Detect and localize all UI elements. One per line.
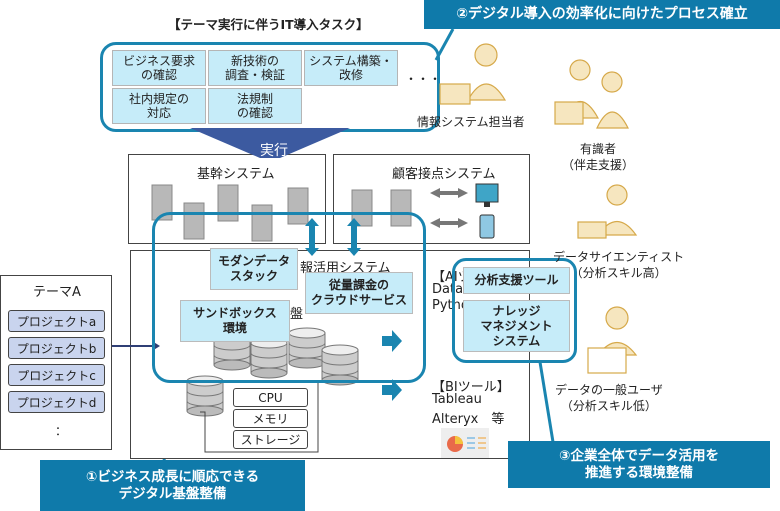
bi-dashboard-icon xyxy=(441,428,489,458)
callout-data-environment: ③企業全体でデータ活用を 推進する環境整備 xyxy=(508,441,770,488)
bi-tool: Alteryx 等 xyxy=(432,412,505,427)
task-section-title: 【テーマ実行に伴うIT導入タスク】 xyxy=(168,17,369,32)
storage-item: ストレージ xyxy=(233,430,308,449)
more-projects: ： xyxy=(55,424,68,438)
cpu-item: CPU xyxy=(233,388,308,407)
sandbox-label: サンドボックス 環境 xyxy=(180,300,290,342)
bi-tools-heading: 【BIツール】 xyxy=(432,380,510,395)
execute-label: 実行 xyxy=(260,143,288,159)
cloud-service-label: 従量課金の クラウドサービス xyxy=(305,272,413,314)
task-cell: 社内規定の 対応 xyxy=(112,88,206,124)
digital-base-highlight xyxy=(152,212,426,383)
analysis-tool-label: 分析支援ツール xyxy=(463,267,570,294)
callout-process: ②デジタル導入の効率化に向けたプロセス確立 xyxy=(424,0,780,29)
task-cell: システム構築・ 改修 xyxy=(304,50,398,86)
ai-tool: Data xyxy=(432,282,464,297)
task-cell: 法規制 の確認 xyxy=(208,88,302,124)
project-item: プロジェクトa xyxy=(8,310,105,332)
project-item: プロジェクトd xyxy=(8,391,105,413)
ai-tools-heading: 【AIツ xyxy=(432,270,471,285)
theme-box: テーマA xyxy=(0,275,112,450)
general-user-label: データの一般ユーザ （分析スキル低） xyxy=(555,383,663,413)
callout-digital-base: ①ビジネス成長に順応できる デジタル基盤整備 xyxy=(40,460,305,511)
data-base-title: 盤 xyxy=(290,307,304,322)
theme-title: テーマA xyxy=(33,285,81,300)
modern-data-stack-label: モダンデータ スタック xyxy=(210,248,298,290)
bi-tool: Tableau xyxy=(432,392,482,407)
project-item: プロジェクトb xyxy=(8,337,105,359)
memory-item: メモリ xyxy=(233,409,308,428)
execute-arrow xyxy=(190,128,350,158)
it-staff-label: 情報システム担当者 xyxy=(417,115,525,129)
core-system-title: 基幹システム xyxy=(197,167,275,182)
expert-label: 有識者 （伴走支援） xyxy=(562,142,635,172)
task-cell: 新技術の 調査・検証 xyxy=(208,50,302,86)
data-utilization-highlight xyxy=(452,258,577,363)
ellipsis: ・・・ xyxy=(405,72,442,86)
ai-tool: Pytho xyxy=(432,298,469,313)
project-item: プロジェクトc xyxy=(8,364,105,386)
data-scientist-label: データサイエンティスト （分析スキル高） xyxy=(553,250,685,280)
customer-system-title: 顧客接点システム xyxy=(392,167,496,182)
task-cell: ビジネス要求 の確認 xyxy=(112,50,206,86)
knowledge-system-label: ナレッジ マネジメント システム xyxy=(463,300,570,352)
